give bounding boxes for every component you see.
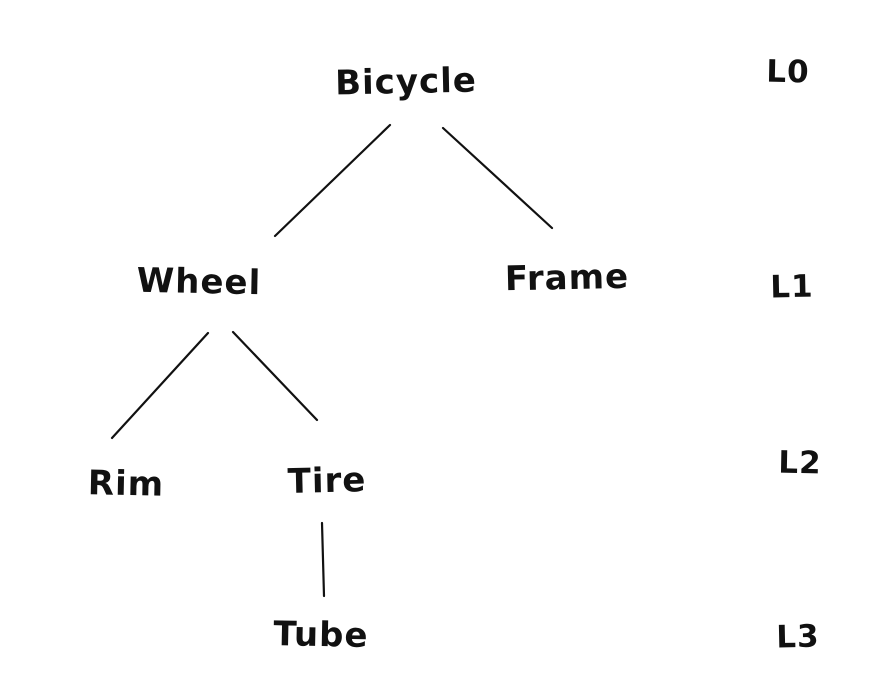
node-rim: Rim (87, 463, 165, 505)
edge-bicycle-frame (441, 126, 554, 230)
edge-bicycle-wheel (273, 123, 392, 238)
level-label-l0: L0 (765, 53, 811, 91)
level-label-l1: L1 (769, 268, 815, 306)
edge-wheel-tire (231, 330, 319, 422)
node-tube: Tube (273, 614, 369, 656)
node-wheel: Wheel (136, 260, 262, 304)
level-label-l2: L2 (777, 444, 823, 482)
edge-wheel-rim (110, 331, 210, 440)
edge-tire-tube (320, 521, 326, 598)
node-tire: Tire (287, 460, 367, 502)
node-bicycle: Bicycle (334, 60, 478, 104)
node-frame: Frame (504, 256, 630, 300)
level-label-l3: L3 (775, 618, 821, 656)
